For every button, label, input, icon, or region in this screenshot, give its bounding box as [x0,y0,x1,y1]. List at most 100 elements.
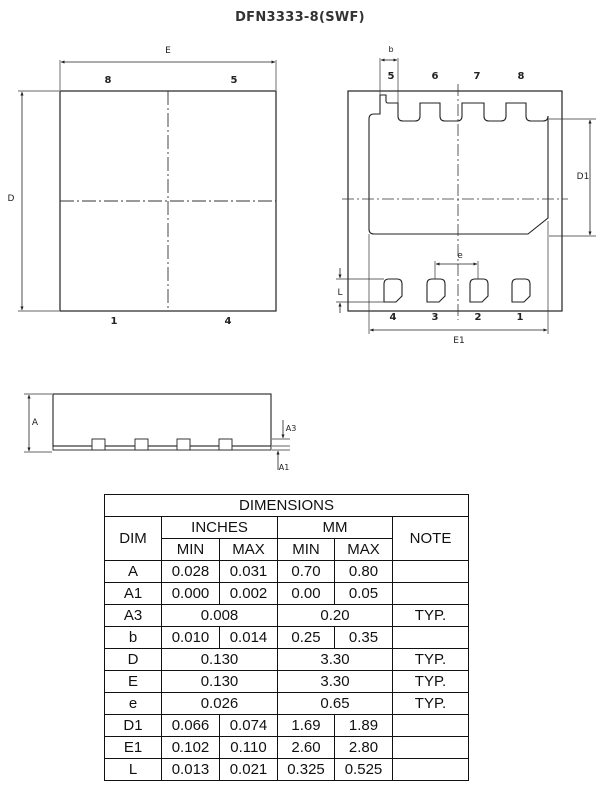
cell-note [392,714,469,737]
cell-dim: L [104,758,162,781]
cell-inches-typ: 0.130 [161,670,278,693]
dimension-e-label: E [165,46,171,56]
cell-inches-max: 0.014 [219,626,278,649]
bottom-view-pin-7: 7 [474,71,481,82]
bottom-view-pin-4: 4 [390,312,397,323]
bottom-view: b 5 6 7 8 4 3 2 1 D1 e L E1 [336,45,596,346]
cell-dim: e [104,692,162,715]
cell-dim: b [104,626,162,649]
side-view-lead-1 [91,438,106,451]
header-mm-max: MAX [334,538,393,561]
bottom-view-pin-1: 1 [517,312,524,323]
drawing-title: DFN3333-8(SWF) [235,10,365,25]
cell-inches-typ: 0.130 [161,648,278,671]
cell-mm-max: 0.05 [334,582,393,605]
cell-note [392,626,469,649]
cell-note [392,736,469,759]
dimension-a3-label: A3 [286,424,297,433]
bottom-view-pin-2: 2 [475,312,482,323]
cell-note [392,560,469,583]
top-view-pin-5: 5 [231,75,238,86]
bottom-view-pin-8: 8 [518,71,525,82]
cell-mm-typ: 0.65 [277,692,393,715]
cell-mm-max: 0.80 [334,560,393,583]
dimension-b-label: b [388,45,393,54]
bottom-pin-4 [383,278,403,303]
dimension-e-pitch-label: e [457,251,463,261]
cell-mm-min: 2.60 [277,736,335,759]
cell-inches-min: 0.028 [161,560,220,583]
bottom-view-body [347,90,563,312]
cell-mm-typ: 3.30 [277,670,393,693]
cell-inches-max: 0.074 [219,714,278,737]
cell-inches-max: 0.110 [219,736,278,759]
cell-dim: A1 [104,582,162,605]
cell-dim: A3 [104,604,162,627]
header-mm-min: MIN [277,538,335,561]
cell-mm-max: 0.525 [334,758,393,781]
cell-mm-min: 0.325 [277,758,335,781]
cell-note: TYP. [392,670,469,693]
cell-note: TYP. [392,692,469,715]
cell-inches-min: 0.066 [161,714,220,737]
cell-dim: D1 [104,714,162,737]
cell-mm-min: 1.69 [277,714,335,737]
dimension-l-label: L [337,288,342,298]
side-view-body [52,393,272,447]
bottom-view-pin-3: 3 [432,312,439,323]
cell-inches-min: 0.000 [161,582,220,605]
header-inches-min: MIN [161,538,220,561]
bottom-pin-3 [426,278,446,303]
cell-note: TYP. [392,604,469,627]
cell-mm-typ: 0.20 [277,604,393,627]
cell-mm-max: 2.80 [334,736,393,759]
bottom-pin-1 [511,278,531,303]
cell-note [392,582,469,605]
dimension-a1-label: A1 [279,463,290,472]
cell-inches-typ: 0.026 [161,692,278,715]
header-inches: INCHES [161,516,278,539]
header-note: NOTE [392,516,469,561]
cell-dim: D [104,648,162,671]
cell-inches-typ: 0.008 [161,604,278,627]
cell-inches-min: 0.102 [161,736,220,759]
cell-dim: E1 [104,736,162,759]
cell-mm-max: 0.35 [334,626,393,649]
package-drawing: E D 8 5 1 4 b 5 6 7 8 4 3 2 [8,45,596,472]
cell-mm-typ: 3.30 [277,648,393,671]
cell-dim: E [104,670,162,693]
side-view: A A3 A1 [24,393,297,472]
cell-dim: A [104,560,162,583]
side-view-lead-4 [218,438,233,451]
cell-note [392,758,469,781]
side-view-lead-3 [176,438,191,451]
top-view-pin-8: 8 [105,75,112,86]
dimension-d1-label: D1 [577,172,590,182]
side-view-base [52,445,272,451]
header-dim: DIM [104,516,162,561]
bottom-pin-2 [469,278,489,303]
dimension-a-label: A [32,418,39,428]
cell-inches-min: 0.013 [161,758,220,781]
exposed-pad [368,94,549,235]
bottom-view-pin-5: 5 [388,71,395,82]
header-mm: MM [277,516,393,539]
cell-note: TYP. [392,648,469,671]
cell-mm-min: 0.70 [277,560,335,583]
dimensions-table: DIMENSIONS DIM INCHES MM NOTE MIN MAX MI… [104,494,469,781]
top-view-pin-1: 1 [111,316,118,327]
top-view: E D 8 5 1 4 [8,46,277,327]
table-title: DIMENSIONS [104,494,469,517]
cell-inches-max: 0.002 [219,582,278,605]
